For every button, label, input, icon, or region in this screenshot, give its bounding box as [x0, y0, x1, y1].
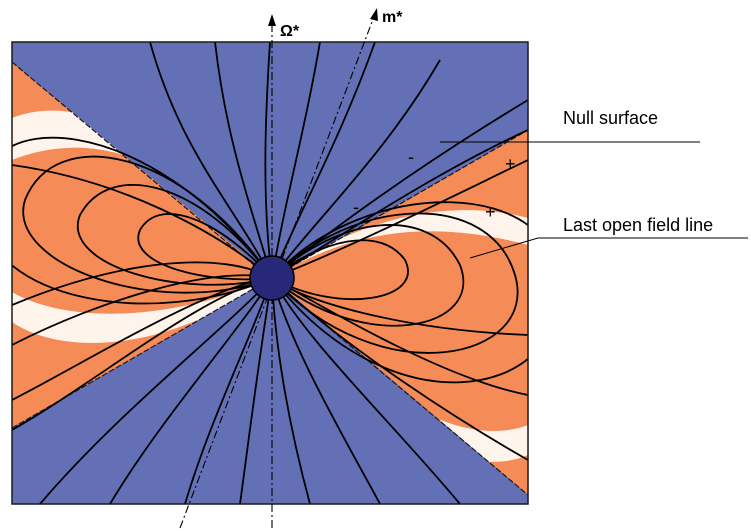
- field-lines-open: [12, 42, 528, 504]
- last-open-field-line-label: Last open field line: [563, 215, 713, 235]
- diagram-frame: [11, 41, 529, 505]
- null-surface-label: Null surface: [563, 108, 658, 128]
- moment-axis-label: m*: [382, 9, 403, 26]
- blue-mask-bottom: [12, 278, 528, 504]
- moment-axis-arrowhead: [370, 8, 378, 21]
- sign-minus-lower: -: [353, 197, 359, 217]
- omega-axis-label: Ω*: [280, 23, 300, 40]
- sign-minus-upper: -: [408, 147, 414, 167]
- sign-plus-upper: +: [505, 154, 516, 174]
- sign-plus-lower: +: [485, 202, 496, 222]
- orange-inner-left: [12, 147, 272, 314]
- blue-mask-top: [12, 42, 528, 278]
- rotation-axis-arrowhead: [268, 14, 276, 26]
- last-open-field-line-leader: [469, 237, 748, 259]
- neutron-star: [249, 255, 295, 301]
